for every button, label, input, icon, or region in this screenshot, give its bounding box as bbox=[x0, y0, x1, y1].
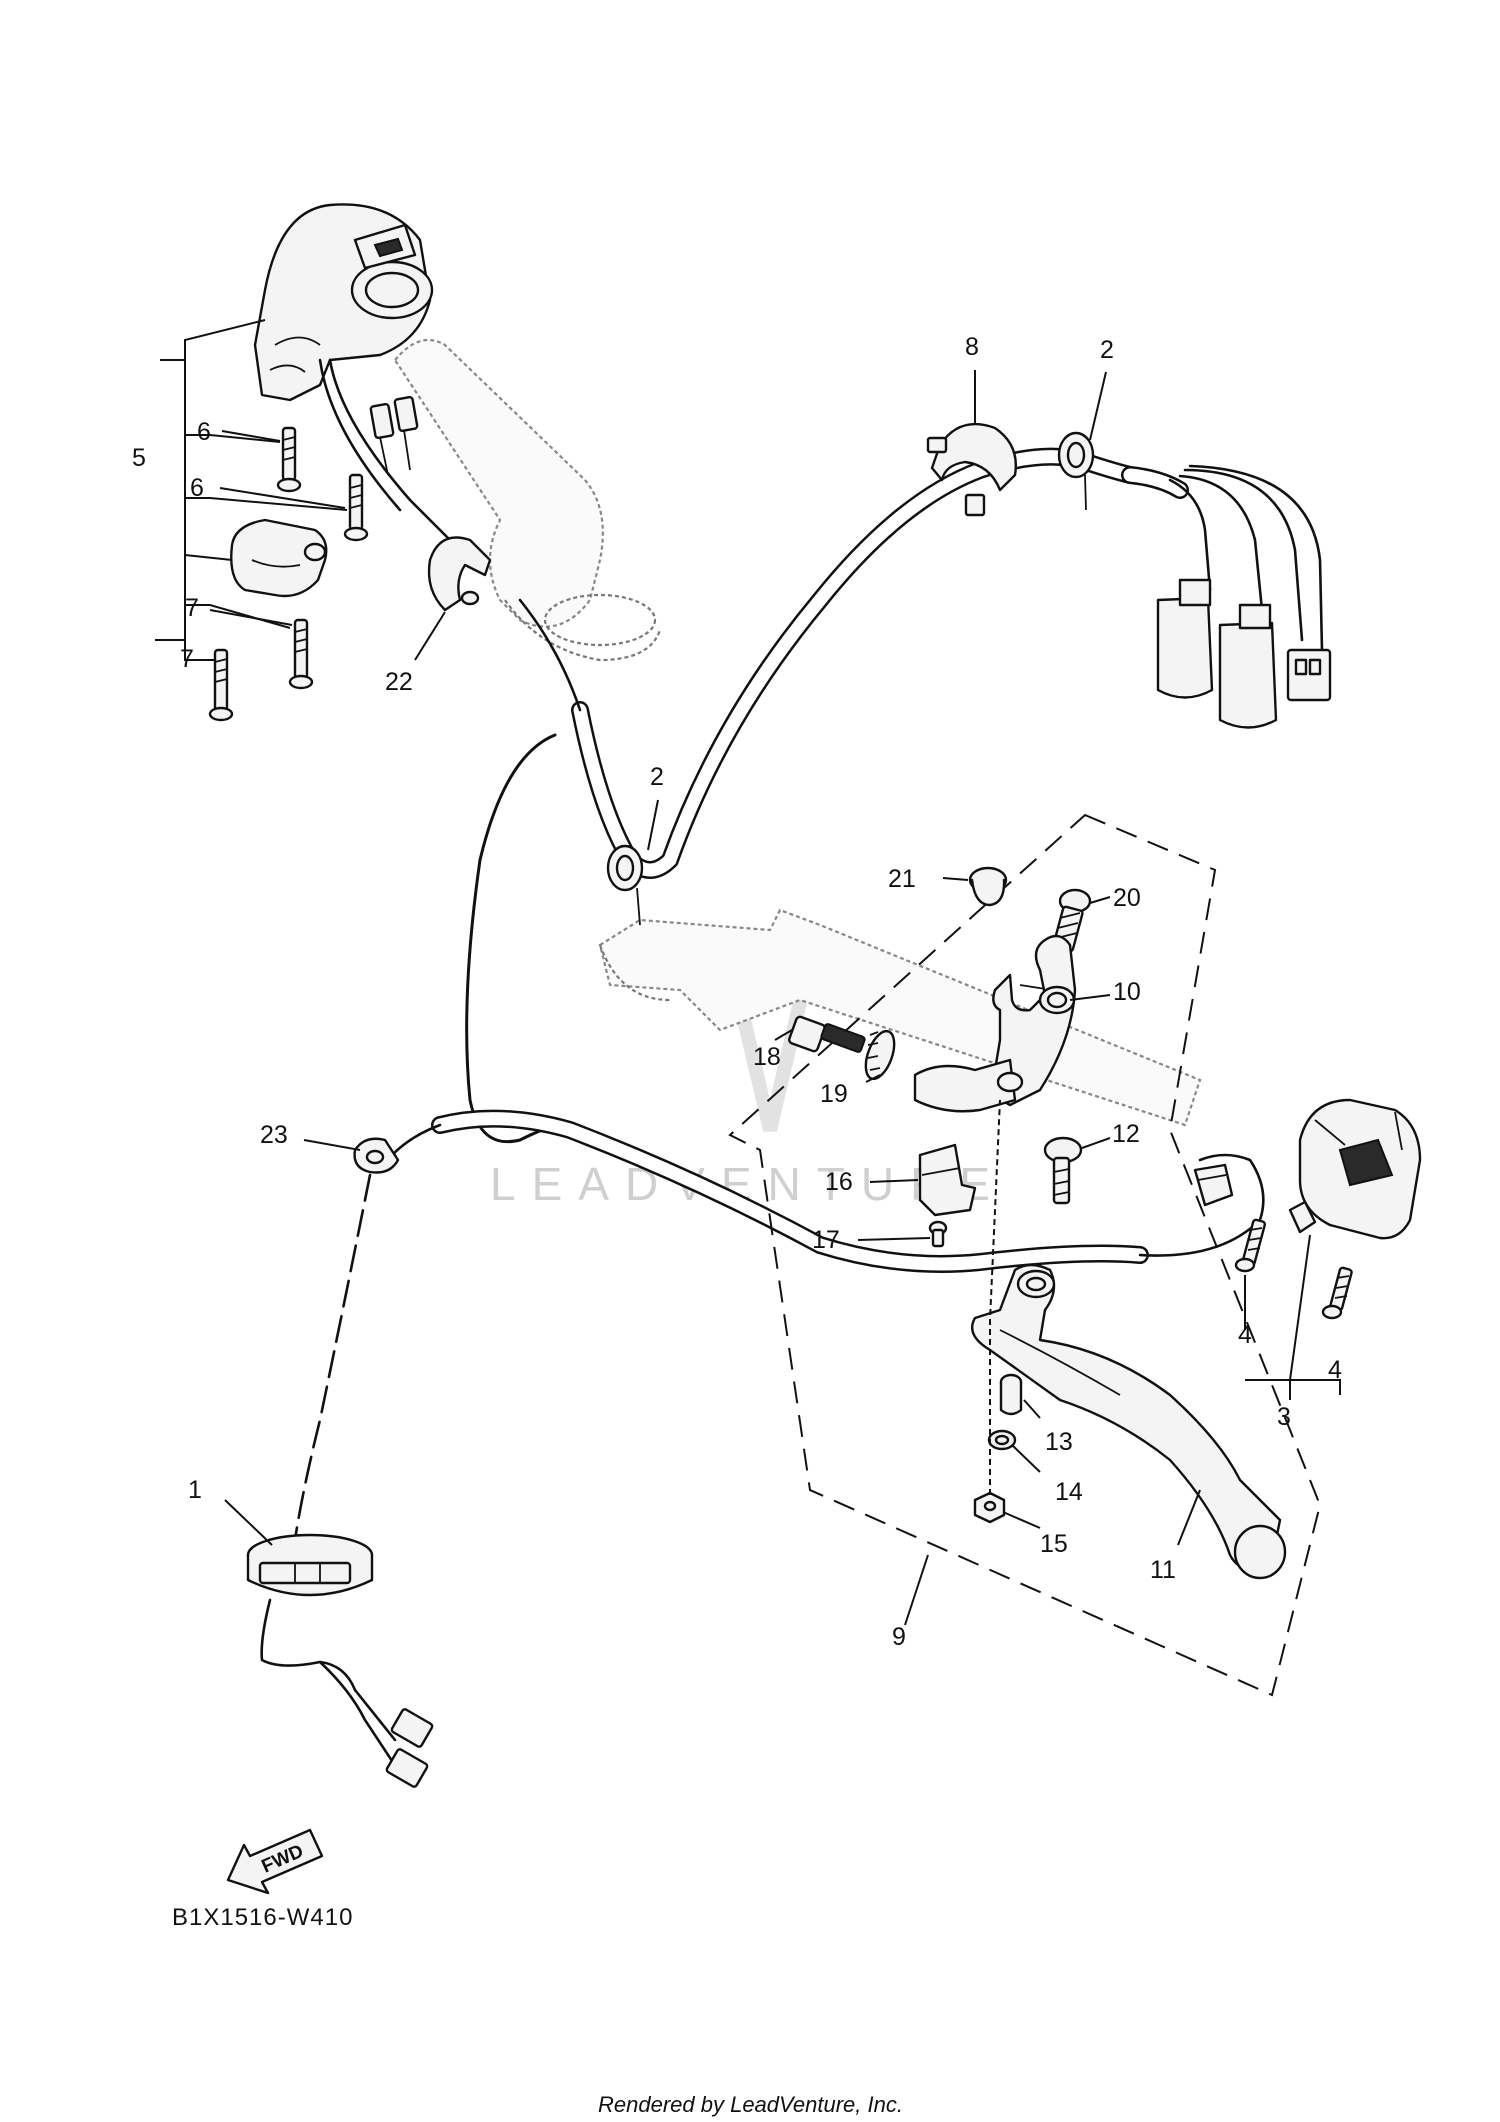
left-switch-assembly[interactable] bbox=[253, 203, 472, 562]
connector-bundle-right[interactable] bbox=[1156, 464, 1332, 729]
band-1[interactable] bbox=[246, 1533, 374, 1597]
screw-4b[interactable] bbox=[1321, 1266, 1353, 1320]
callout-14: 14 bbox=[1055, 1478, 1083, 1506]
washer-14[interactable] bbox=[987, 1429, 1017, 1451]
pivot-axis-line bbox=[989, 1099, 1001, 1495]
main-wire-harness bbox=[518, 447, 1189, 879]
callout-11: 11 bbox=[1150, 1556, 1176, 1584]
left-switch-lower-housing[interactable] bbox=[230, 518, 328, 598]
cable-clamp-22[interactable] bbox=[427, 536, 492, 612]
fwd-arrow: FWD bbox=[226, 1828, 324, 1895]
clutch-switch-16[interactable] bbox=[918, 1143, 977, 1217]
screw-6b[interactable] bbox=[343, 473, 369, 542]
callout-4a: 4 bbox=[1238, 1321, 1252, 1349]
lever-holder-10[interactable] bbox=[913, 934, 1077, 1113]
grommet-2-right[interactable] bbox=[1057, 431, 1095, 511]
callout-1: 1 bbox=[188, 1476, 202, 1504]
wire-to-band bbox=[290, 1173, 372, 1562]
nut-15[interactable] bbox=[973, 1491, 1006, 1524]
callout-2-middle: 2 bbox=[650, 763, 664, 791]
diagram-code: B1X1516-W410 bbox=[172, 1904, 353, 1931]
callout-6b: 6 bbox=[190, 474, 204, 502]
grommet-2-middle[interactable] bbox=[606, 844, 644, 926]
callout-20: 20 bbox=[1113, 884, 1141, 912]
callout-9: 9 bbox=[892, 1623, 906, 1651]
screw-17[interactable] bbox=[928, 1220, 948, 1248]
callout-6a: 6 bbox=[197, 418, 211, 446]
screw-6a[interactable] bbox=[276, 426, 302, 493]
callout-22: 22 bbox=[385, 668, 413, 696]
cap-21[interactable] bbox=[968, 866, 1008, 907]
lever-assembly-box bbox=[728, 813, 1322, 1697]
screw-7a[interactable] bbox=[288, 618, 314, 690]
adjuster-dial-19[interactable] bbox=[860, 1027, 900, 1082]
callout-7a: 7 bbox=[185, 594, 199, 622]
clip-23[interactable] bbox=[353, 1137, 400, 1174]
right-switch-assembly[interactable] bbox=[1288, 1098, 1422, 1240]
callout-19: 19 bbox=[820, 1080, 848, 1108]
clutch-switch-right[interactable] bbox=[1193, 1163, 1234, 1207]
collar-13[interactable] bbox=[999, 1373, 1023, 1416]
adjuster-screw-18[interactable] bbox=[788, 1015, 866, 1053]
band-harness[interactable] bbox=[260, 1598, 434, 1788]
callout-18: 18 bbox=[753, 1043, 781, 1071]
callout-8: 8 bbox=[965, 333, 979, 361]
clutch-lever-11[interactable] bbox=[970, 1263, 1287, 1580]
handlebar-left-ghost bbox=[393, 338, 662, 662]
screw-7b[interactable] bbox=[208, 648, 234, 722]
leader-lines bbox=[208, 370, 1201, 1626]
callout-15: 15 bbox=[1040, 1530, 1068, 1558]
callout-16: 16 bbox=[825, 1168, 853, 1196]
bracket-3-4 bbox=[1244, 1234, 1341, 1400]
callout-17: 17 bbox=[812, 1226, 840, 1254]
callout-5: 5 bbox=[132, 444, 146, 472]
callout-3: 3 bbox=[1277, 1403, 1291, 1431]
callout-13: 13 bbox=[1045, 1428, 1073, 1456]
screw-4a[interactable] bbox=[1234, 1218, 1267, 1273]
pivot-pin-12[interactable] bbox=[1043, 1136, 1083, 1205]
callout-12: 12 bbox=[1112, 1120, 1140, 1148]
wire-lower-loop bbox=[378, 733, 1265, 1273]
callout-2-right: 2 bbox=[1100, 336, 1114, 364]
callout-4b: 4 bbox=[1328, 1356, 1342, 1384]
callouts: 6 5 6 7 7 22 8 2 2 21 20 10 18 19 12 16 … bbox=[132, 333, 1342, 1651]
callout-10: 10 bbox=[1113, 978, 1141, 1006]
callout-21: 21 bbox=[888, 865, 916, 893]
callout-23: 23 bbox=[260, 1121, 288, 1149]
handlebar-right-ghost bbox=[598, 908, 1202, 1127]
callout-7b: 7 bbox=[180, 645, 194, 673]
render-credit: Rendered by LeadVenture, Inc. bbox=[598, 2092, 903, 2117]
